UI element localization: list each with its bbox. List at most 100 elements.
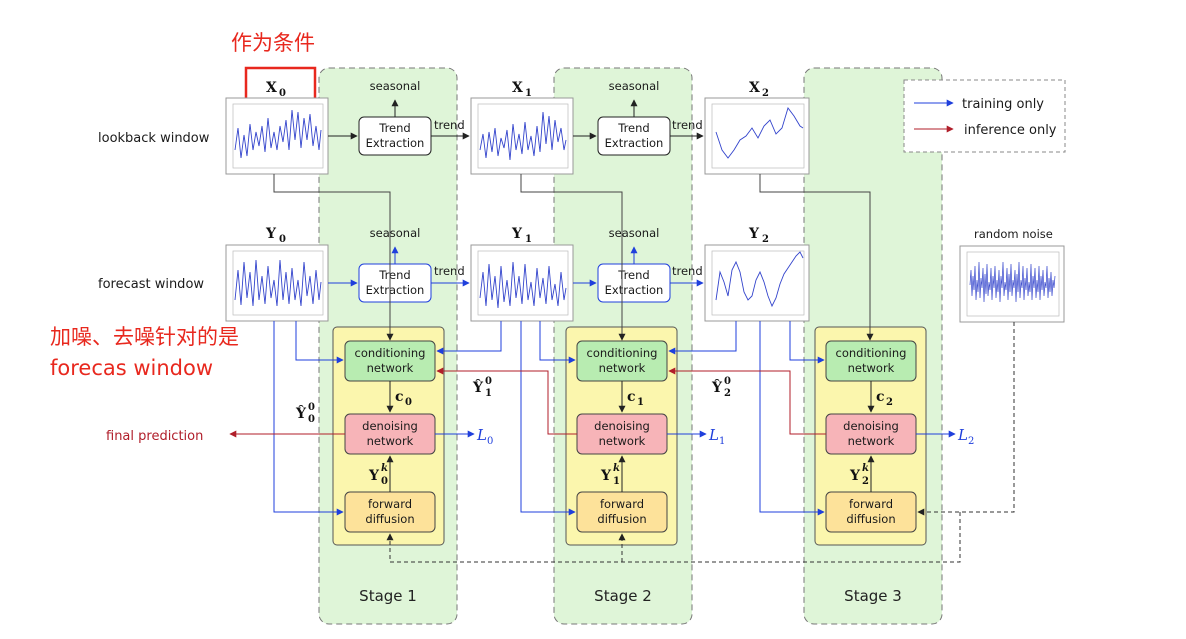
svg-text:Extraction: Extraction bbox=[605, 283, 664, 297]
legend-inference-label: inference only bbox=[964, 123, 1057, 138]
svg-text:denoising: denoising bbox=[362, 419, 418, 433]
svg-text:0: 0 bbox=[279, 88, 286, 99]
denoising-network-1: denoising network bbox=[344, 413, 436, 455]
svg-text:L: L bbox=[476, 426, 487, 444]
svg-text:0: 0 bbox=[308, 414, 315, 425]
svg-text:seasonal: seasonal bbox=[370, 226, 421, 240]
svg-text:forward: forward bbox=[600, 497, 644, 511]
svg-text:0: 0 bbox=[381, 476, 388, 487]
stage-1-label: Stage 1 bbox=[359, 587, 417, 605]
svg-text:trend: trend bbox=[672, 264, 703, 278]
svg-text:0: 0 bbox=[487, 436, 493, 447]
svg-text:Y: Y bbox=[511, 226, 523, 242]
noise-inference-paths bbox=[386, 322, 1015, 563]
conditioning-network-1: conditioning network bbox=[344, 340, 436, 382]
lookback-window-label: lookback window bbox=[98, 131, 210, 146]
svg-text:conditioning: conditioning bbox=[587, 346, 658, 360]
svg-text:seasonal: seasonal bbox=[609, 226, 660, 240]
svg-text:conditioning: conditioning bbox=[836, 346, 907, 360]
denoising-network-2: denoising network bbox=[576, 413, 668, 455]
training-paths bbox=[273, 321, 825, 516]
svg-text:network: network bbox=[599, 434, 646, 448]
noise-note-line1: 加噪、去噪针对的是 bbox=[50, 325, 239, 349]
svg-text:network: network bbox=[367, 434, 414, 448]
svg-text:Ŷ: Ŷ bbox=[295, 404, 307, 422]
legend-training-label: training only bbox=[962, 97, 1044, 112]
svg-text:forward: forward bbox=[849, 497, 893, 511]
svg-text:Extraction: Extraction bbox=[605, 136, 664, 150]
svg-text:2: 2 bbox=[724, 388, 731, 399]
svg-text:2: 2 bbox=[886, 397, 893, 408]
svg-text:2: 2 bbox=[762, 88, 769, 99]
svg-text:c: c bbox=[395, 389, 404, 405]
trend-extraction-forecast-2: Trend Extraction bbox=[597, 263, 671, 303]
svg-text:seasonal: seasonal bbox=[609, 79, 660, 93]
seasonal-outputs: seasonal seasonal seasonal seasonal bbox=[370, 79, 660, 264]
svg-text:forward: forward bbox=[368, 497, 412, 511]
trend-arrows: trend trend trend trend bbox=[328, 118, 704, 287]
stage-3-label: Stage 3 bbox=[844, 587, 902, 605]
svg-text:X: X bbox=[512, 80, 523, 96]
svg-text:c: c bbox=[876, 389, 885, 405]
conditioning-network-3: conditioning network bbox=[825, 340, 917, 382]
svg-text:network: network bbox=[848, 361, 895, 375]
svg-text:Extraction: Extraction bbox=[366, 283, 425, 297]
y0-forecast-plot bbox=[225, 244, 329, 322]
svg-text:Trend: Trend bbox=[378, 268, 410, 282]
svg-text:1: 1 bbox=[525, 88, 532, 99]
trend-extraction-lookback-2: Trend Extraction bbox=[597, 116, 671, 156]
svg-text:Trend: Trend bbox=[617, 121, 649, 135]
svg-text:Y: Y bbox=[849, 468, 861, 484]
y1-forecast-plot bbox=[470, 244, 574, 322]
svg-text:diffusion: diffusion bbox=[846, 512, 895, 526]
svg-text:network: network bbox=[848, 434, 895, 448]
svg-text:L: L bbox=[957, 426, 968, 444]
random-noise-plot: random noise bbox=[959, 227, 1065, 323]
forward-diffusion-1: forward diffusion bbox=[344, 491, 436, 533]
trend-extraction-lookback-1: Trend Extraction bbox=[358, 116, 432, 156]
svg-text:0: 0 bbox=[279, 234, 286, 245]
svg-text:0: 0 bbox=[485, 376, 492, 387]
svg-text:denoising: denoising bbox=[594, 419, 650, 433]
conditioning-network-2: conditioning network bbox=[576, 340, 668, 382]
svg-text:diffusion: diffusion bbox=[365, 512, 414, 526]
svg-text:Ŷ: Ŷ bbox=[711, 378, 723, 396]
inference-paths bbox=[229, 367, 826, 438]
noise-note-line2: forecas window bbox=[50, 356, 213, 380]
svg-text:Ŷ: Ŷ bbox=[472, 378, 484, 396]
denoising-network-3: denoising network bbox=[825, 413, 917, 455]
y2-forecast-plot bbox=[704, 244, 810, 322]
x0-lookback-plot bbox=[225, 97, 329, 175]
svg-text:Y: Y bbox=[748, 226, 760, 242]
stage-2-label: Stage 2 bbox=[594, 587, 652, 605]
legend: training only inference only bbox=[903, 79, 1066, 153]
svg-text:1: 1 bbox=[613, 476, 620, 487]
svg-text:c: c bbox=[627, 389, 636, 405]
svg-text:0: 0 bbox=[405, 397, 412, 408]
svg-text:seasonal: seasonal bbox=[370, 79, 421, 93]
forward-diffusion-3: forward diffusion bbox=[825, 491, 917, 533]
forward-diffusion-2: forward diffusion bbox=[576, 491, 668, 533]
svg-text:denoising: denoising bbox=[843, 419, 899, 433]
svg-text:2: 2 bbox=[968, 436, 974, 447]
svg-text:k: k bbox=[381, 463, 388, 474]
svg-text:diffusion: diffusion bbox=[597, 512, 646, 526]
svg-text:Y: Y bbox=[368, 468, 380, 484]
final-prediction-label: final prediction bbox=[106, 429, 203, 444]
svg-text:Y: Y bbox=[600, 468, 612, 484]
svg-text:trend: trend bbox=[434, 264, 465, 278]
svg-text:X: X bbox=[266, 80, 277, 96]
svg-text:1: 1 bbox=[719, 436, 725, 447]
svg-text:Y: Y bbox=[265, 226, 277, 242]
svg-text:trend: trend bbox=[434, 118, 465, 132]
svg-text:L: L bbox=[708, 426, 719, 444]
